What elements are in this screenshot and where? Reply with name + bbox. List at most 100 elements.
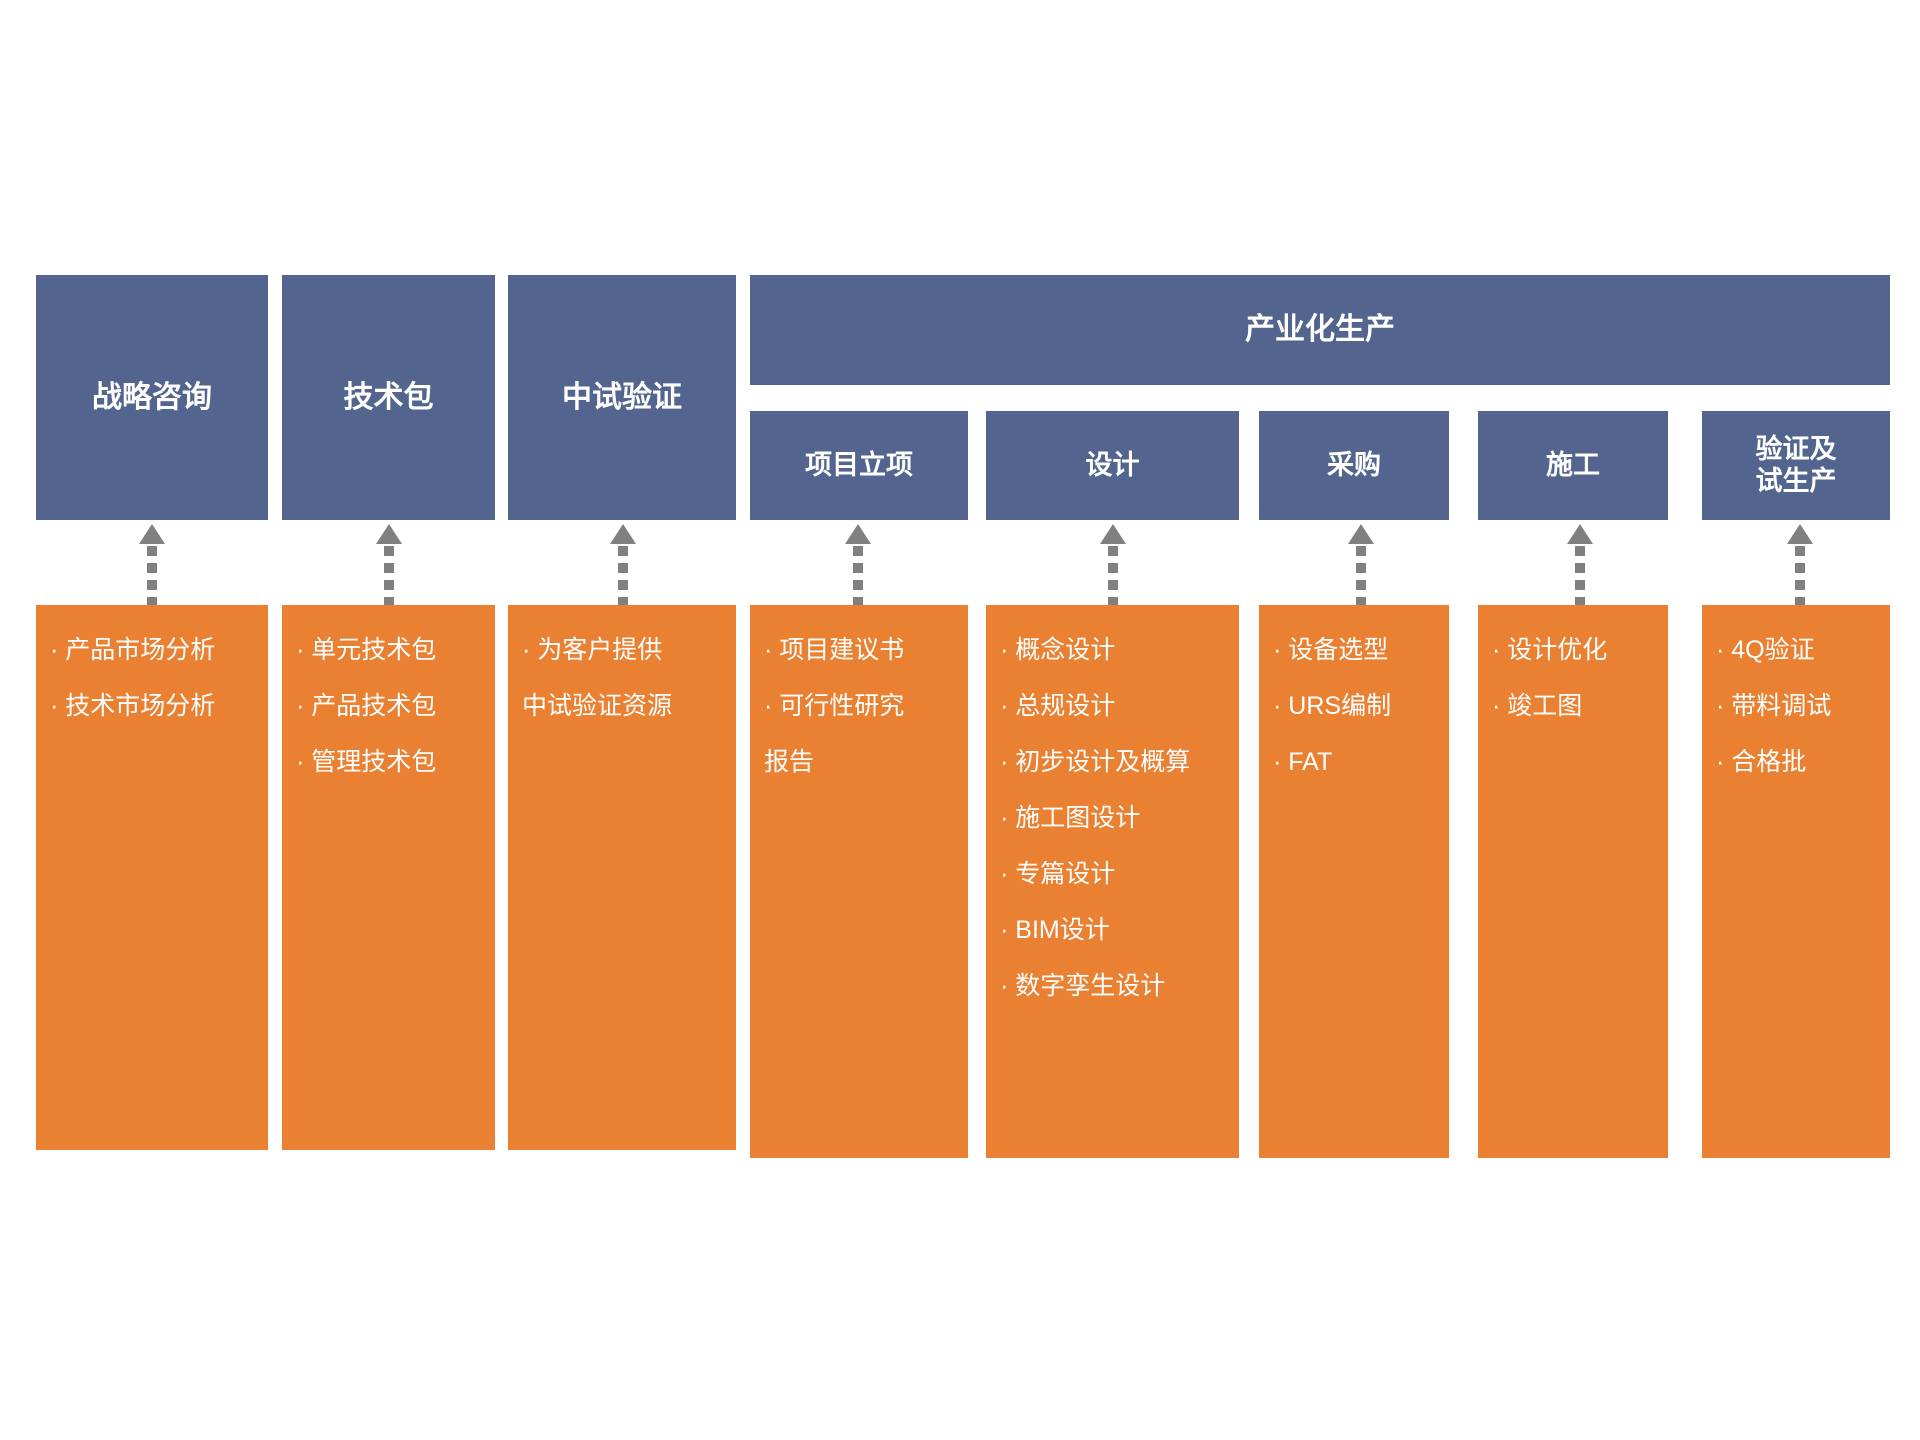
list-item: · 总规设计	[1000, 691, 1225, 721]
bullet-icon: ·	[1716, 636, 1725, 664]
content-column-procurement: · 设备选型 · URS编制 · FAT	[1259, 605, 1449, 1158]
list-item: · 产品技术包	[296, 691, 481, 721]
list-item: · 为客户提供	[522, 635, 722, 665]
list-item-label: 设备选型	[1288, 636, 1389, 664]
list-item: · 管理技术包	[296, 747, 481, 777]
content-column-construction: · 设计优化 · 竣工图	[1478, 605, 1668, 1158]
bullet-icon: ·	[764, 692, 773, 720]
arrow-head-icon	[610, 524, 636, 544]
list-item-label: BIM设计	[1015, 916, 1110, 944]
list-item-label: 报告	[764, 748, 815, 776]
substage-header-label-line1: 验证及	[1755, 433, 1837, 464]
substage-header-design[interactable]: 设计	[986, 411, 1239, 520]
arrow-up-project-initiation	[845, 524, 871, 614]
list-item: · 设备选型	[1273, 635, 1435, 665]
list-item-label: 带料调试	[1731, 692, 1832, 720]
arrow-head-icon	[1787, 524, 1813, 544]
list-item-label: 4Q验证	[1731, 636, 1815, 664]
arrow-up-technology-package	[376, 524, 402, 614]
list-item-label: 总规设计	[1015, 692, 1116, 720]
arrow-shaft-dashed	[1108, 546, 1118, 614]
list-item: · 产品市场分析	[50, 635, 254, 665]
substage-header-label: 采购	[1327, 449, 1381, 480]
content-column-pilot-validation: · 为客户提供 中试验证资源	[508, 605, 736, 1150]
substage-header-procurement[interactable]: 采购	[1259, 411, 1449, 520]
bullet-icon: ·	[1273, 636, 1282, 664]
substage-header-validation-trial-production[interactable]: 验证及 试生产	[1702, 411, 1890, 520]
bullet-icon: ·	[764, 636, 773, 664]
bullet-icon: ·	[522, 636, 531, 664]
list-item-label: 产品技术包	[311, 692, 437, 720]
substage-header-label: 项目立项	[805, 449, 913, 480]
bullet-icon: ·	[1716, 692, 1725, 720]
bullet-icon: ·	[1000, 748, 1009, 776]
stage-header-pilot-validation[interactable]: 中试验证	[508, 275, 736, 520]
arrow-up-design	[1100, 524, 1126, 614]
list-item: · BIM设计	[1000, 915, 1225, 945]
list-item: · 合格批	[1716, 747, 1876, 777]
list-item: · FAT	[1273, 747, 1435, 777]
bullet-icon: ·	[1000, 636, 1009, 664]
content-column-validation-trial-production: · 4Q验证 · 带料调试 · 合格批	[1702, 605, 1890, 1158]
group-header-industrial-production[interactable]: 产业化生产	[750, 275, 1890, 385]
list-item-label: 数字孪生设计	[1015, 972, 1166, 1000]
arrow-shaft-dashed	[618, 546, 628, 614]
substage-header-label: 设计	[1085, 449, 1140, 480]
arrow-up-pilot-validation	[610, 524, 636, 614]
list-item-label: 竣工图	[1507, 692, 1583, 720]
arrow-head-icon	[139, 524, 165, 544]
bullet-icon: ·	[1492, 636, 1501, 664]
list-item-label: 概念设计	[1015, 636, 1116, 664]
bullet-icon: ·	[1273, 692, 1282, 720]
content-column-technology-package: · 单元技术包 · 产品技术包 · 管理技术包	[282, 605, 495, 1150]
list-item-label: 设计优化	[1507, 636, 1608, 664]
list-item-label: 专篇设计	[1015, 860, 1116, 888]
list-item: · 可行性研究	[764, 691, 954, 721]
list-item-label: 施工图设计	[1015, 804, 1141, 832]
arrow-up-strategy-consulting	[139, 524, 165, 614]
item-list: · 设计优化 · 竣工图	[1492, 635, 1654, 721]
arrow-up-procurement	[1348, 524, 1374, 614]
list-item-label: 合格批	[1731, 748, 1807, 776]
bullet-icon: ·	[1000, 804, 1009, 832]
arrow-shaft-dashed	[384, 546, 394, 614]
bullet-icon: ·	[1492, 692, 1501, 720]
substage-header-project-initiation[interactable]: 项目立项	[750, 411, 968, 520]
list-item-label: 单元技术包	[311, 636, 437, 664]
list-item: · URS编制	[1273, 691, 1435, 721]
substage-header-construction[interactable]: 施工	[1478, 411, 1668, 520]
content-column-design: · 概念设计 · 总规设计 · 初步设计及概算 · 施工图设计 · 专篇设计 ·…	[986, 605, 1239, 1158]
list-item: · 初步设计及概算	[1000, 747, 1225, 777]
arrow-shaft-dashed	[1795, 546, 1805, 614]
arrow-up-validation-trial-production	[1787, 524, 1813, 614]
item-list: · 设备选型 · URS编制 · FAT	[1273, 635, 1435, 777]
list-item-label: URS编制	[1288, 692, 1392, 720]
list-item-label: 项目建议书	[779, 636, 905, 664]
list-item: · 项目建议书	[764, 635, 954, 665]
list-item: · 带料调试	[1716, 691, 1876, 721]
item-list: · 项目建议书 · 可行性研究 报告	[764, 635, 954, 777]
stage-header-strategy-consulting[interactable]: 战略咨询	[36, 275, 268, 520]
bullet-icon: ·	[1000, 692, 1009, 720]
arrow-shaft-dashed	[1356, 546, 1366, 614]
list-item: · 施工图设计	[1000, 803, 1225, 833]
list-item-label: 产品市场分析	[65, 636, 216, 664]
list-item: · 数字孪生设计	[1000, 971, 1225, 1001]
arrow-head-icon	[1100, 524, 1126, 544]
item-list: · 单元技术包 · 产品技术包 · 管理技术包	[296, 635, 481, 777]
list-item: · 专篇设计	[1000, 859, 1225, 889]
arrow-up-construction	[1567, 524, 1593, 614]
list-item: · 单元技术包	[296, 635, 481, 665]
list-item-label: FAT	[1288, 748, 1333, 776]
bullet-icon: ·	[1000, 860, 1009, 888]
substage-header-label-line2: 试生产	[1755, 465, 1837, 496]
list-item-continuation: 报告	[764, 747, 954, 777]
list-item: · 设计优化	[1492, 635, 1654, 665]
arrow-shaft-dashed	[1575, 546, 1585, 614]
list-item-label: 技术市场分析	[65, 692, 216, 720]
stage-header-label: 战略咨询	[92, 380, 212, 414]
bullet-icon: ·	[1000, 972, 1009, 1000]
stage-header-technology-package[interactable]: 技术包	[282, 275, 495, 520]
arrow-head-icon	[845, 524, 871, 544]
